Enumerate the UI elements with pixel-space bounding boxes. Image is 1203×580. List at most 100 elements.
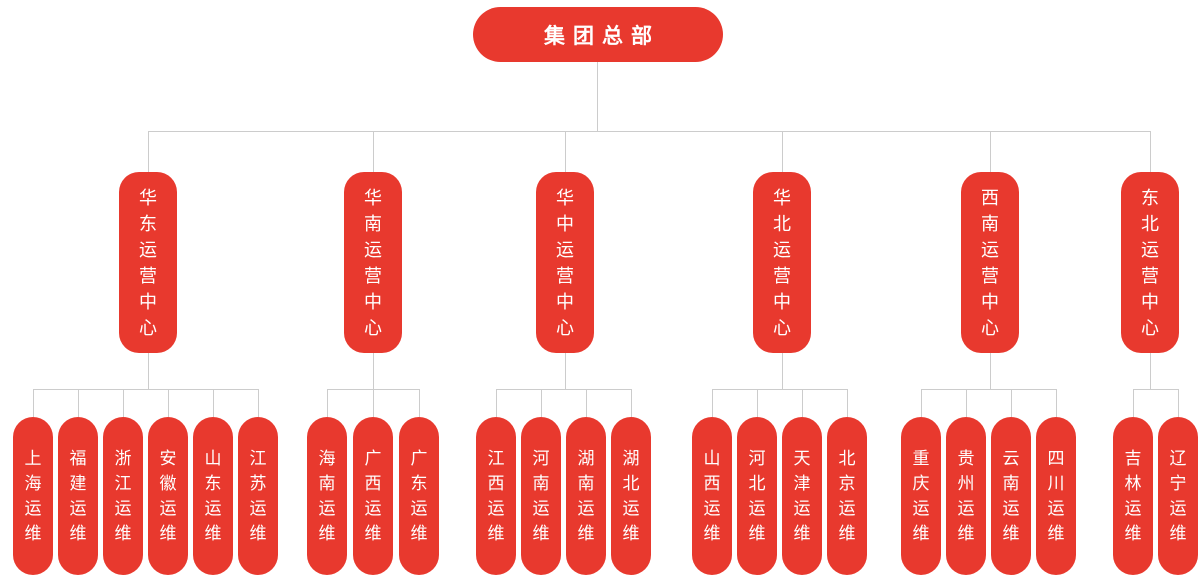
leaf-node-chongqing: 重庆运维 [901, 417, 941, 575]
leaf-node-anhui: 安徽运维 [148, 417, 188, 575]
org-node-group-headquarters: 集团总部 [473, 7, 723, 62]
org-node-label: 湖北运维 [622, 449, 640, 543]
connector-line [631, 389, 632, 417]
leaf-node-hubei: 湖北运维 [611, 417, 651, 575]
org-node-label: 湖南运维 [577, 449, 595, 543]
connector-line [712, 389, 713, 417]
branch-node-central-china-center: 华中运营中心 [536, 172, 594, 353]
connector-line [1133, 389, 1134, 417]
connector-line [148, 131, 1151, 132]
leaf-node-liaoning: 辽宁运维 [1158, 417, 1198, 575]
connector-line [33, 389, 34, 417]
connector-line [712, 389, 848, 390]
leaf-node-yunnan: 云南运维 [991, 417, 1031, 575]
org-node-label: 贵州运维 [957, 449, 975, 543]
branch-node-northeast-center: 东北运营中心 [1121, 172, 1179, 353]
connector-line [148, 131, 149, 172]
connector-line [541, 389, 542, 417]
connector-line [373, 353, 374, 389]
connector-line [597, 62, 598, 131]
connector-line [496, 389, 632, 390]
leaf-node-jiangxi: 江西运维 [476, 417, 516, 575]
org-node-label: 西南运营中心 [980, 187, 999, 338]
leaf-node-shanghai: 上海运维 [13, 417, 53, 575]
org-node-label: 江苏运维 [249, 449, 267, 543]
org-node-label: 河南运维 [532, 449, 550, 543]
connector-line [966, 389, 967, 417]
org-node-label: 福建运维 [69, 449, 87, 543]
connector-line [847, 389, 848, 417]
org-node-label: 海南运维 [318, 449, 336, 543]
connector-line [1133, 389, 1179, 390]
branch-node-east-china-center: 华东运营中心 [119, 172, 177, 353]
leaf-node-jilin: 吉林运维 [1113, 417, 1153, 575]
org-node-label: 吉林运维 [1124, 449, 1142, 543]
connector-line [1011, 389, 1012, 417]
org-node-label: 天津运维 [793, 449, 811, 543]
org-node-label: 山西运维 [703, 449, 721, 543]
branch-node-south-china-center: 华南运营中心 [344, 172, 402, 353]
connector-line [782, 131, 783, 172]
leaf-node-zhejiang: 浙江运维 [103, 417, 143, 575]
leaf-node-henan: 河南运维 [521, 417, 561, 575]
connector-line [921, 389, 1057, 390]
org-node-label: 上海运维 [24, 449, 42, 543]
connector-line [990, 353, 991, 389]
connector-line [419, 389, 420, 417]
org-node-label: 华北运营中心 [772, 187, 791, 338]
org-node-label: 华南运营中心 [363, 187, 382, 338]
connector-line [757, 389, 758, 417]
org-node-label: 山东运维 [204, 449, 222, 543]
leaf-node-guangxi: 广西运维 [353, 417, 393, 575]
connector-line [565, 353, 566, 389]
leaf-node-sichuan: 四川运维 [1036, 417, 1076, 575]
leaf-node-fujian: 福建运维 [58, 417, 98, 575]
org-node-label: 辽宁运维 [1169, 449, 1187, 543]
org-node-label: 江西运维 [487, 449, 505, 543]
org-node-label: 云南运维 [1002, 449, 1020, 543]
leaf-node-shandong: 山东运维 [193, 417, 233, 575]
connector-line [1178, 389, 1179, 417]
leaf-node-shanxi: 山西运维 [692, 417, 732, 575]
org-node-label: 广西运维 [364, 449, 382, 543]
connector-line [1150, 131, 1151, 172]
leaf-node-hebei: 河北运维 [737, 417, 777, 575]
org-node-label: 浙江运维 [114, 449, 132, 543]
branch-node-southwest-center: 西南运营中心 [961, 172, 1019, 353]
connector-line [78, 389, 79, 417]
org-node-label: 广东运维 [410, 449, 428, 543]
org-node-label: 河北运维 [748, 449, 766, 543]
connector-line [213, 389, 214, 417]
leaf-node-beijing: 北京运维 [827, 417, 867, 575]
org-node-label: 四川运维 [1047, 449, 1065, 543]
connector-line [586, 389, 587, 417]
leaf-node-guizhou: 贵州运维 [946, 417, 986, 575]
leaf-node-tianjin: 天津运维 [782, 417, 822, 575]
org-node-label: 华中运营中心 [555, 187, 574, 338]
connector-line [990, 131, 991, 172]
org-node-label: 集团总部 [544, 24, 660, 48]
org-node-label: 重庆运维 [912, 449, 930, 543]
leaf-node-hainan: 海南运维 [307, 417, 347, 575]
connector-line [148, 353, 149, 389]
connector-line [327, 389, 328, 417]
connector-line [782, 353, 783, 389]
org-node-label: 东北运营中心 [1140, 187, 1159, 338]
leaf-node-jiangsu: 江苏运维 [238, 417, 278, 575]
connector-line [565, 131, 566, 172]
connector-line [373, 131, 374, 172]
leaf-node-hunan: 湖南运维 [566, 417, 606, 575]
connector-line [33, 389, 259, 390]
connector-line [168, 389, 169, 417]
connector-line [373, 389, 374, 417]
branch-node-north-china-center: 华北运营中心 [753, 172, 811, 353]
leaf-node-guangdong: 广东运维 [399, 417, 439, 575]
org-node-label: 安徽运维 [159, 449, 177, 543]
connector-line [1056, 389, 1057, 417]
connector-line [802, 389, 803, 417]
connector-line [496, 389, 497, 417]
connector-line [921, 389, 922, 417]
org-node-label: 华东运营中心 [138, 187, 157, 338]
connector-line [1150, 353, 1151, 389]
